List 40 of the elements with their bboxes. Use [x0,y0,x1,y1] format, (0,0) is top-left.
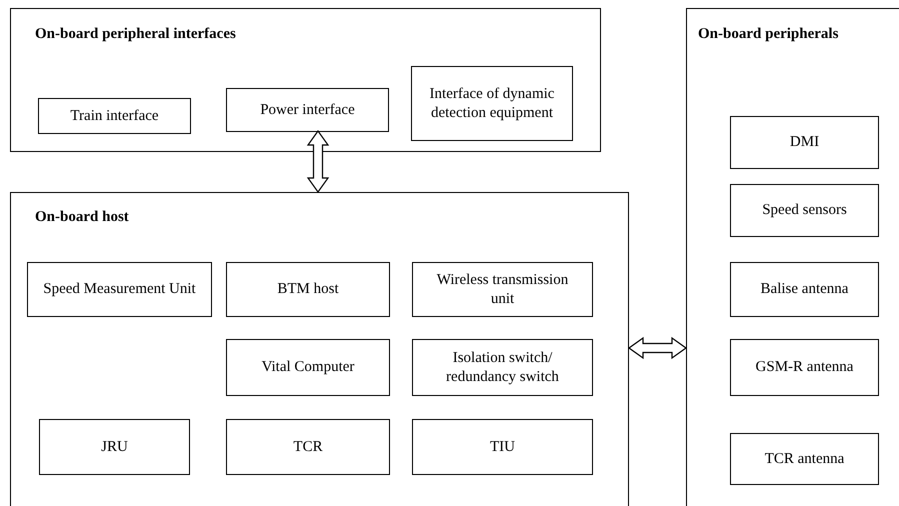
component-box [730,433,879,485]
component-box [412,419,593,475]
component-label: Train interface [70,106,159,126]
component-box [226,262,390,317]
component-box [730,184,879,237]
component-label: GSM-R antenna [756,358,854,377]
component-box [226,419,390,475]
component-label: DMI [790,133,820,152]
component-box [730,262,879,317]
component-label: Speed sensors [762,201,847,220]
component-box [411,66,573,141]
component-label: Interface of dynamic detection equipment [428,84,556,122]
component-box [412,339,593,396]
component-label: BTM host [277,280,339,299]
group-heading: On-board peripherals [698,26,838,43]
component-box [39,419,190,475]
component-label: Vital Computer [262,358,354,377]
component-label: Speed Measurement Unit [43,280,196,299]
component-box [730,339,879,396]
component-label: TCR antenna [764,450,844,468]
component-box [27,262,212,317]
component-label: Balise antenna [760,280,848,299]
component-label: Wireless transmission unit [436,270,570,308]
component-box [412,262,593,317]
component-label: JRU [101,438,128,456]
group-box [10,192,629,506]
component-label: Isolation switch/ redundancy switch [445,348,560,386]
component-label: Power interface [260,100,355,120]
component-label: TCR [293,438,323,456]
group-heading: On-board peripheral interfaces [35,26,236,43]
double-arrow [306,130,330,194]
double-arrow [628,336,688,360]
component-box [226,88,389,132]
group-heading: On-board host [35,209,129,226]
component-label: TIU [490,438,515,456]
group-box [10,8,601,152]
component-box [38,98,191,134]
component-box [226,339,390,396]
group-box [686,8,899,506]
component-box [730,116,879,169]
